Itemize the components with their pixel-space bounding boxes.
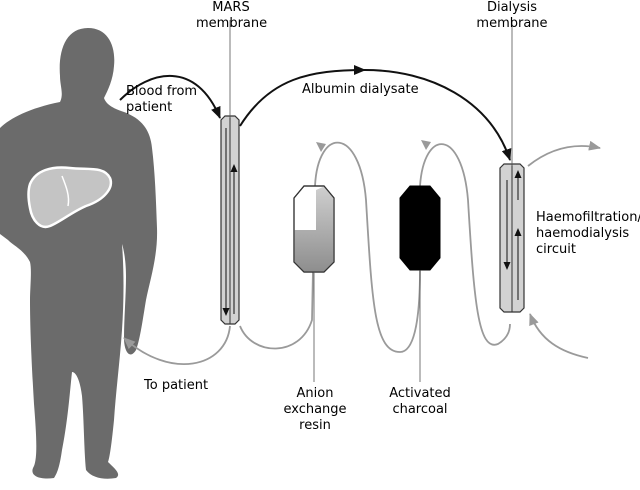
- liver-icon: [27, 166, 113, 229]
- to-patient-label: To patient: [144, 378, 209, 393]
- anion-exchange-cartridge: [293, 185, 335, 382]
- resin-return-arrow: [316, 142, 326, 152]
- grey-circuit: [123, 140, 601, 365]
- dialysis-membrane-label: Dialysis membrane: [476, 0, 548, 31]
- mars-column: [220, 20, 240, 325]
- blood-from-patient-label: Blood from patient: [126, 84, 198, 115]
- activated-charcoal-cartridge: [399, 185, 441, 382]
- dialysis-column: [499, 20, 525, 313]
- black-circuit: [119, 65, 512, 161]
- anion-exchange-label: Anion exchange resin: [283, 386, 347, 433]
- haemofiltration-label: Haemofiltration/ haemodialysis circuit: [536, 210, 640, 257]
- activated-charcoal-label: Activated charcoal: [389, 386, 451, 417]
- charcoal-return-arrow: [421, 140, 431, 150]
- patient-silhouette: [0, 28, 158, 479]
- albumin-dialysate-label: Albumin dialysate: [302, 82, 419, 97]
- mars-membrane-label: MARS membrane: [196, 0, 268, 31]
